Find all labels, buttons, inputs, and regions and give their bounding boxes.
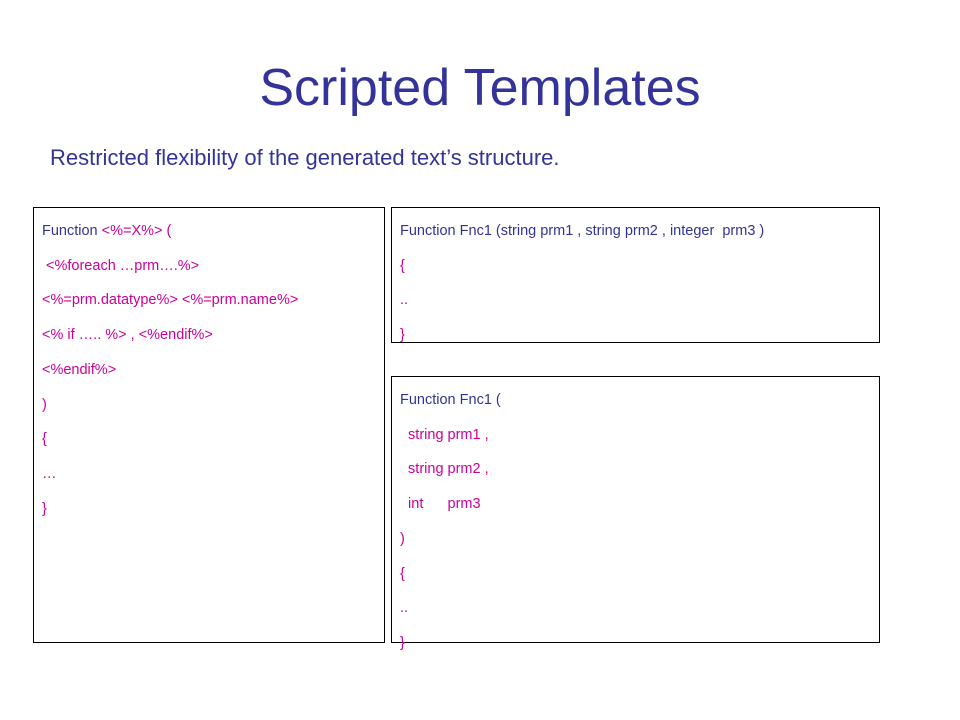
output-header-line: Function Fnc1 ( [400,392,501,408]
template-code-box: Function <%=X%> ( <%foreach …prm….%> <%=… [33,207,385,643]
template-line-1: Function <%=X%> ( [42,214,384,249]
template-line: <%endif%> [42,361,117,378]
output-line: ) [400,530,405,547]
template-line: <%foreach …prm….%> [42,257,200,274]
output-line: { [400,565,405,582]
template-line: … [42,465,57,482]
output-line: } [400,327,405,344]
output-line: int prm3 [400,496,481,513]
template-line: ) [42,396,47,413]
output-line: .. [400,292,409,309]
slide-subtitle: Restricted flexibility of the generated … [50,145,560,170]
template-line: <%=prm.datatype%> <%=prm.name%> [42,292,299,309]
output-line: { [400,257,405,274]
output-line: string prm1 , [400,426,489,443]
output-line: } [400,634,405,651]
output-header-line: Function Fnc1 (string prm1 , string prm2… [400,223,765,239]
output-code-box-single-line: Function Fnc1 (string prm1 , string prm2… [391,207,880,343]
template-line: } [42,500,47,517]
template-line: <% if ….. %> , <%endif%> [42,327,213,344]
output-code-box-multi-line: Function Fnc1 ( string prm1 , string prm… [391,376,880,651]
slide-title: Scripted Templates [259,59,701,117]
output-line: .. [400,600,409,617]
template-keyword: Function [42,223,102,239]
output-line: string prm2 , [400,461,489,478]
template-line: { [42,431,47,448]
template-tag: <%=X%> ( [101,223,172,239]
